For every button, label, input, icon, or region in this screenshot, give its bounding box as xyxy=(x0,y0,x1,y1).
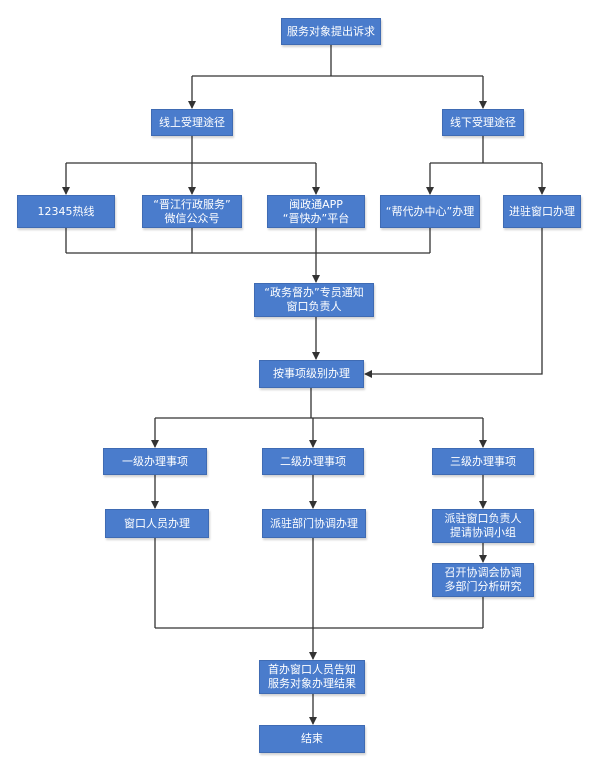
node-inform: 首办窗口人员告知 服务对象办理结果 xyxy=(259,660,365,694)
node-level2: 二级办理事项 xyxy=(262,448,364,475)
node-helpcenter: “帮代办中心”办理 xyxy=(380,195,480,228)
node-classify: 按事项级别办理 xyxy=(259,360,364,388)
node-offline: 线下受理途径 xyxy=(442,109,524,136)
node-hotline: 12345热线 xyxy=(17,195,115,228)
node-start: 服务对象提出诉求 xyxy=(281,18,381,45)
node-group: 派驻窗口负责人 提请协调小组 xyxy=(432,509,534,543)
node-dept: 派驻部门协调办理 xyxy=(262,509,366,538)
node-online: 线上受理途径 xyxy=(151,109,233,136)
node-end: 结束 xyxy=(259,725,365,753)
node-level3: 三级办理事项 xyxy=(432,448,534,475)
node-app: 闽政通APP “晋快办”平台 xyxy=(267,195,365,228)
node-staff: 窗口人员办理 xyxy=(105,509,209,538)
node-meeting: 召开协调会协调 多部门分析研究 xyxy=(432,563,534,597)
node-level1: 一级办理事项 xyxy=(103,448,207,475)
node-wechat: “晋江行政服务” 微信公众号 xyxy=(142,195,242,228)
node-notify: “政务督办”专员通知 窗口负责人 xyxy=(254,283,374,317)
edge-windowin-classify xyxy=(364,228,543,378)
node-window-in: 进驻窗口办理 xyxy=(503,195,581,228)
